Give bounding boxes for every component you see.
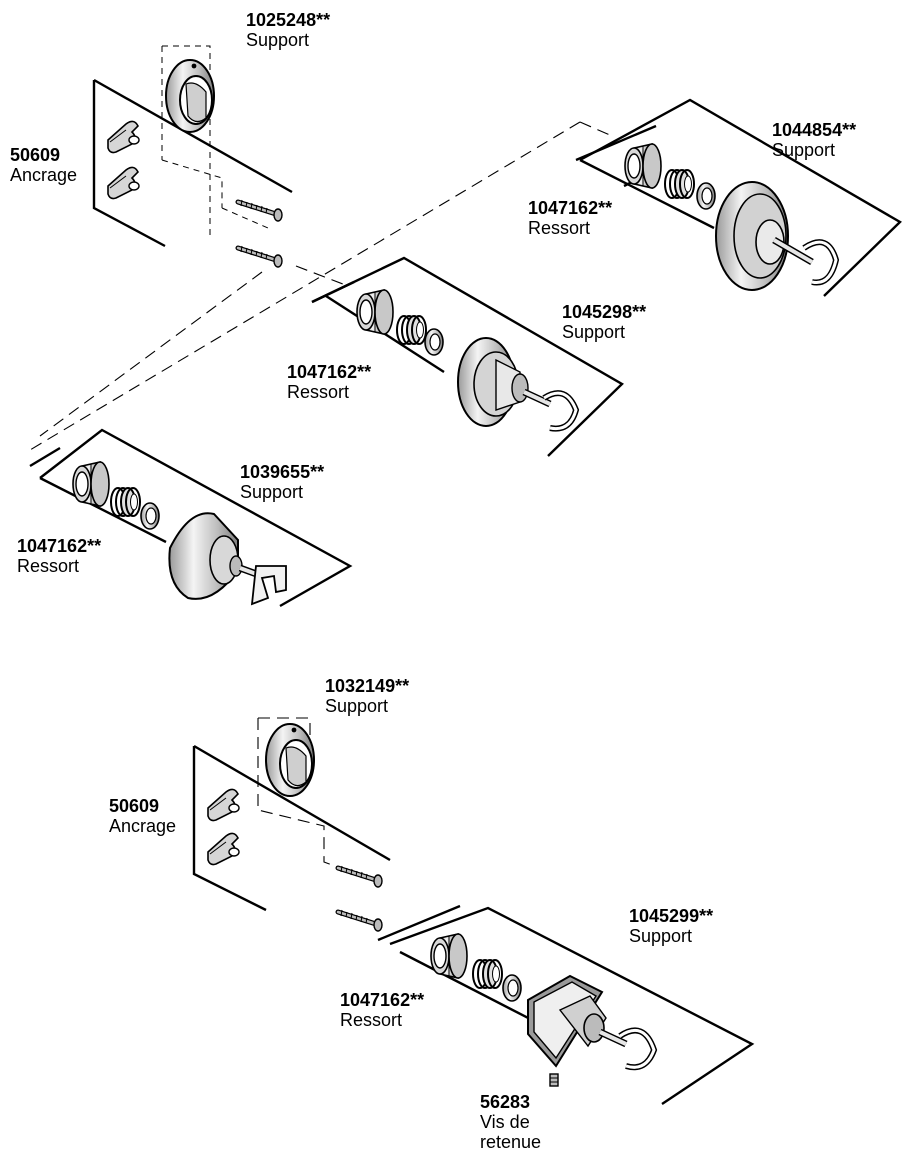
- screw-56283-part: [549, 1073, 559, 1087]
- label-anchor-bottom: 50609 Ancrage: [109, 796, 176, 836]
- part-number: 1044854**: [772, 120, 857, 140]
- part-number: 1039655**: [240, 462, 325, 482]
- part-name: Ancrage: [109, 816, 177, 836]
- support-1045299-part: [527, 974, 658, 1071]
- part-name: Ressort: [340, 1010, 403, 1030]
- spring-part-bottom: [472, 959, 503, 989]
- spring-part-middle: [396, 315, 427, 345]
- anchor-clip-part-3: [207, 788, 240, 822]
- part-number: 1047162**: [340, 990, 425, 1010]
- label-support-1045298: 1045298** Support: [562, 302, 646, 342]
- part-name: Support: [240, 482, 304, 502]
- part-name: Support: [562, 322, 626, 342]
- support-1045298-part: [457, 337, 580, 432]
- ring-part-lower-left: [140, 502, 160, 530]
- ring-part-middle: [424, 328, 444, 356]
- part-number: 1047162**: [17, 536, 102, 556]
- part-number: 1047162**: [528, 198, 613, 218]
- support-1025248-flange-part: [165, 59, 215, 133]
- ring-part-bottom: [502, 974, 522, 1002]
- label-support-1039655: 1039655** Support: [240, 462, 324, 502]
- support-1039655-part: [168, 512, 287, 606]
- bushing-part-middle: [356, 289, 394, 335]
- spring-part-top-right: [664, 169, 695, 199]
- screw-part-3: [338, 866, 382, 887]
- part-name: Ressort: [287, 382, 350, 402]
- part-name: Ressort: [528, 218, 591, 238]
- anchor-clip-part-2: [107, 166, 140, 200]
- anchor-clip-part-1: [107, 120, 140, 154]
- part-number: 1047162**: [287, 362, 372, 382]
- part-number: 1045299**: [629, 906, 714, 926]
- part-number: 50609: [10, 145, 61, 165]
- label-support-1044854: 1044854** Support: [772, 120, 856, 160]
- spring-part-lower-left: [110, 487, 141, 517]
- label-support-1025248: 1025248** Support: [246, 10, 330, 50]
- part-number: 1032149**: [325, 676, 410, 696]
- part-name: Support: [629, 926, 693, 946]
- part-name: Support: [325, 696, 389, 716]
- ring-part-top-right: [696, 182, 716, 210]
- part-number: 50609: [109, 796, 160, 816]
- part-name: Ressort: [17, 556, 80, 576]
- part-number: 56283: [480, 1092, 531, 1112]
- anchor-clip-part-4: [207, 832, 240, 866]
- support-1044854-part: [715, 181, 840, 291]
- label-spring-top-right: 1047162** Ressort: [528, 198, 612, 238]
- label-anchor-top: 50609 Ancrage: [10, 145, 77, 185]
- label-spring-middle: 1047162** Ressort: [287, 362, 371, 402]
- part-name-line-2: retenue: [480, 1132, 542, 1152]
- screw-part-4: [338, 910, 382, 931]
- screw-part-2: [238, 246, 282, 267]
- label-spring-lower-left: 1047162** Ressort: [17, 536, 101, 576]
- part-name: Support: [246, 30, 310, 50]
- label-support-1032149: 1032149** Support: [325, 676, 409, 716]
- support-1032149-flange-part: [265, 723, 315, 797]
- label-spring-bottom: 1047162** Ressort: [340, 990, 424, 1030]
- part-name: Vis de: [480, 1112, 530, 1132]
- label-screw-56283: 56283 Vis de retenue: [480, 1092, 541, 1152]
- part-name: Ancrage: [10, 165, 78, 185]
- part-number: 1045298**: [562, 302, 647, 322]
- part-name: Support: [772, 140, 836, 160]
- bushing-part-bottom: [430, 933, 468, 979]
- label-support-1045299: 1045299** Support: [629, 906, 713, 946]
- bushing-part-top-right: [624, 143, 662, 189]
- bushing-part-lower-left: [72, 461, 110, 507]
- part-number: 1025248**: [246, 10, 331, 30]
